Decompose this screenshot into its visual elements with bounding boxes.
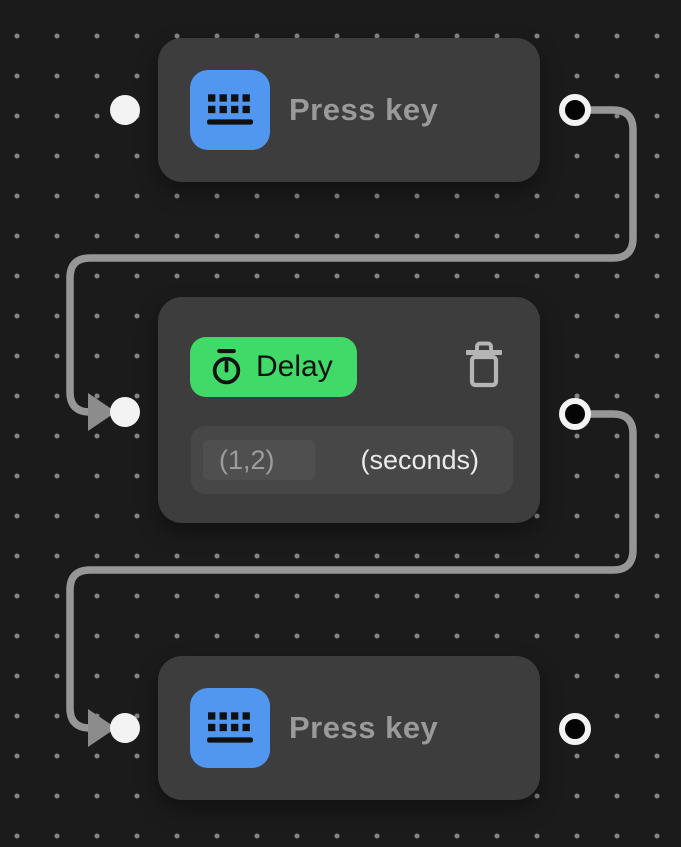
delay-range-input[interactable]	[203, 440, 315, 480]
output-port[interactable]	[559, 398, 591, 430]
delay-badge[interactable]: Delay	[190, 337, 357, 397]
trash-icon	[466, 341, 502, 387]
node-press-key-2[interactable]: Press key	[158, 656, 540, 800]
input-port[interactable]	[110, 397, 140, 427]
input-port[interactable]	[110, 95, 140, 125]
output-port[interactable]	[559, 94, 591, 126]
wire-node1-to-node2[interactable]	[66, 106, 637, 416]
keyboard-icon-glyph	[207, 712, 253, 743]
output-port[interactable]	[559, 713, 591, 745]
node-label: Press key	[289, 710, 439, 745]
keyboard-icon-glyph	[207, 94, 253, 125]
delete-button[interactable]	[461, 339, 507, 389]
node-press-key-1[interactable]: Press key	[158, 38, 540, 182]
wire-arrowhead	[88, 709, 116, 747]
delay-settings-field: (seconds)	[191, 426, 513, 494]
node-delay[interactable]: Delay (seconds)	[158, 297, 540, 523]
keyboard-icon	[190, 688, 270, 768]
stopwatch-icon	[212, 349, 241, 385]
node-label: Press key	[289, 92, 439, 127]
wire-node2-to-node3[interactable]	[66, 410, 637, 732]
keyboard-icon	[190, 70, 270, 150]
wire-arrowhead	[88, 393, 116, 431]
delay-unit-label: (seconds)	[360, 444, 479, 475]
delay-badge-label: Delay	[256, 350, 333, 383]
input-port[interactable]	[110, 713, 140, 743]
